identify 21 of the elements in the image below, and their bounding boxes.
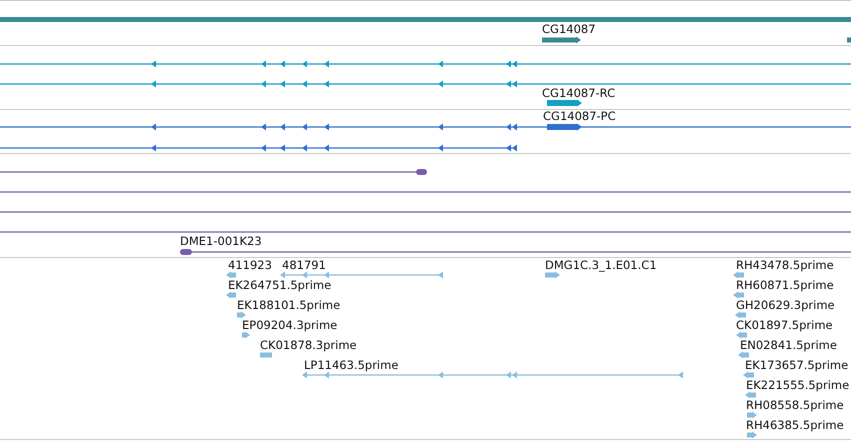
feature-label: CK01878.3prime [260,339,357,352]
feature-label: EK188101.5prime [237,299,340,312]
feature-label: RH60871.5prime [736,279,834,292]
feature-label: RH46385.5prime [746,419,844,432]
feature-label: LP11463.5prime [304,359,398,372]
feature-label: EP09204.3prime [242,319,338,332]
feature-label: CK01897.5prime [736,319,833,332]
feature-label: RH08558.5prime [746,399,844,412]
feature-label: EK264751.5prime [228,279,332,292]
feature-label: RH43478.5prime [736,259,834,272]
feature-label: EN02841.5prime [740,339,837,352]
feature-label: CG14087 [542,23,596,36]
feature-label: DMG1C.3_1.E01.C1 [545,259,657,272]
feature-label: 481791 [282,259,326,272]
feature-label: GH20629.3prime [736,299,835,312]
feature-label: EK173657.5prime [745,359,848,372]
feature-label: CG14087-PC [543,110,616,123]
feature-label: EK221555.5prime [746,379,850,392]
feature-label: CG14087-RC [542,87,616,100]
feature-label: 411923 [228,259,272,272]
feature-label: DME1-001K23 [180,235,262,248]
